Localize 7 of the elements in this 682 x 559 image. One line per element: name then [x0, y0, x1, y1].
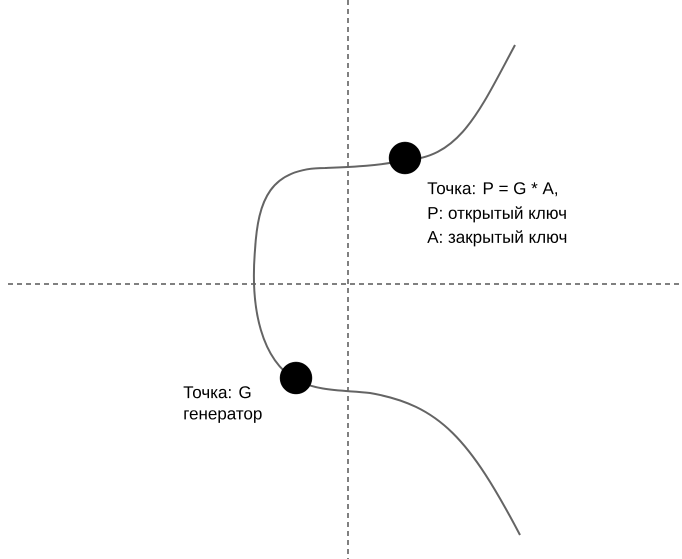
point-label: генератор: [184, 410, 262, 423]
point-dot: [388, 142, 422, 174]
point-label: Точка: P = G * A,: [428, 182, 558, 196]
point-label: A: закрытый ключ: [427, 230, 566, 246]
point-dot: [280, 362, 312, 394]
point-label: Точка: G: [184, 386, 250, 398]
point-label: P: открытый ключ: [428, 206, 566, 222]
